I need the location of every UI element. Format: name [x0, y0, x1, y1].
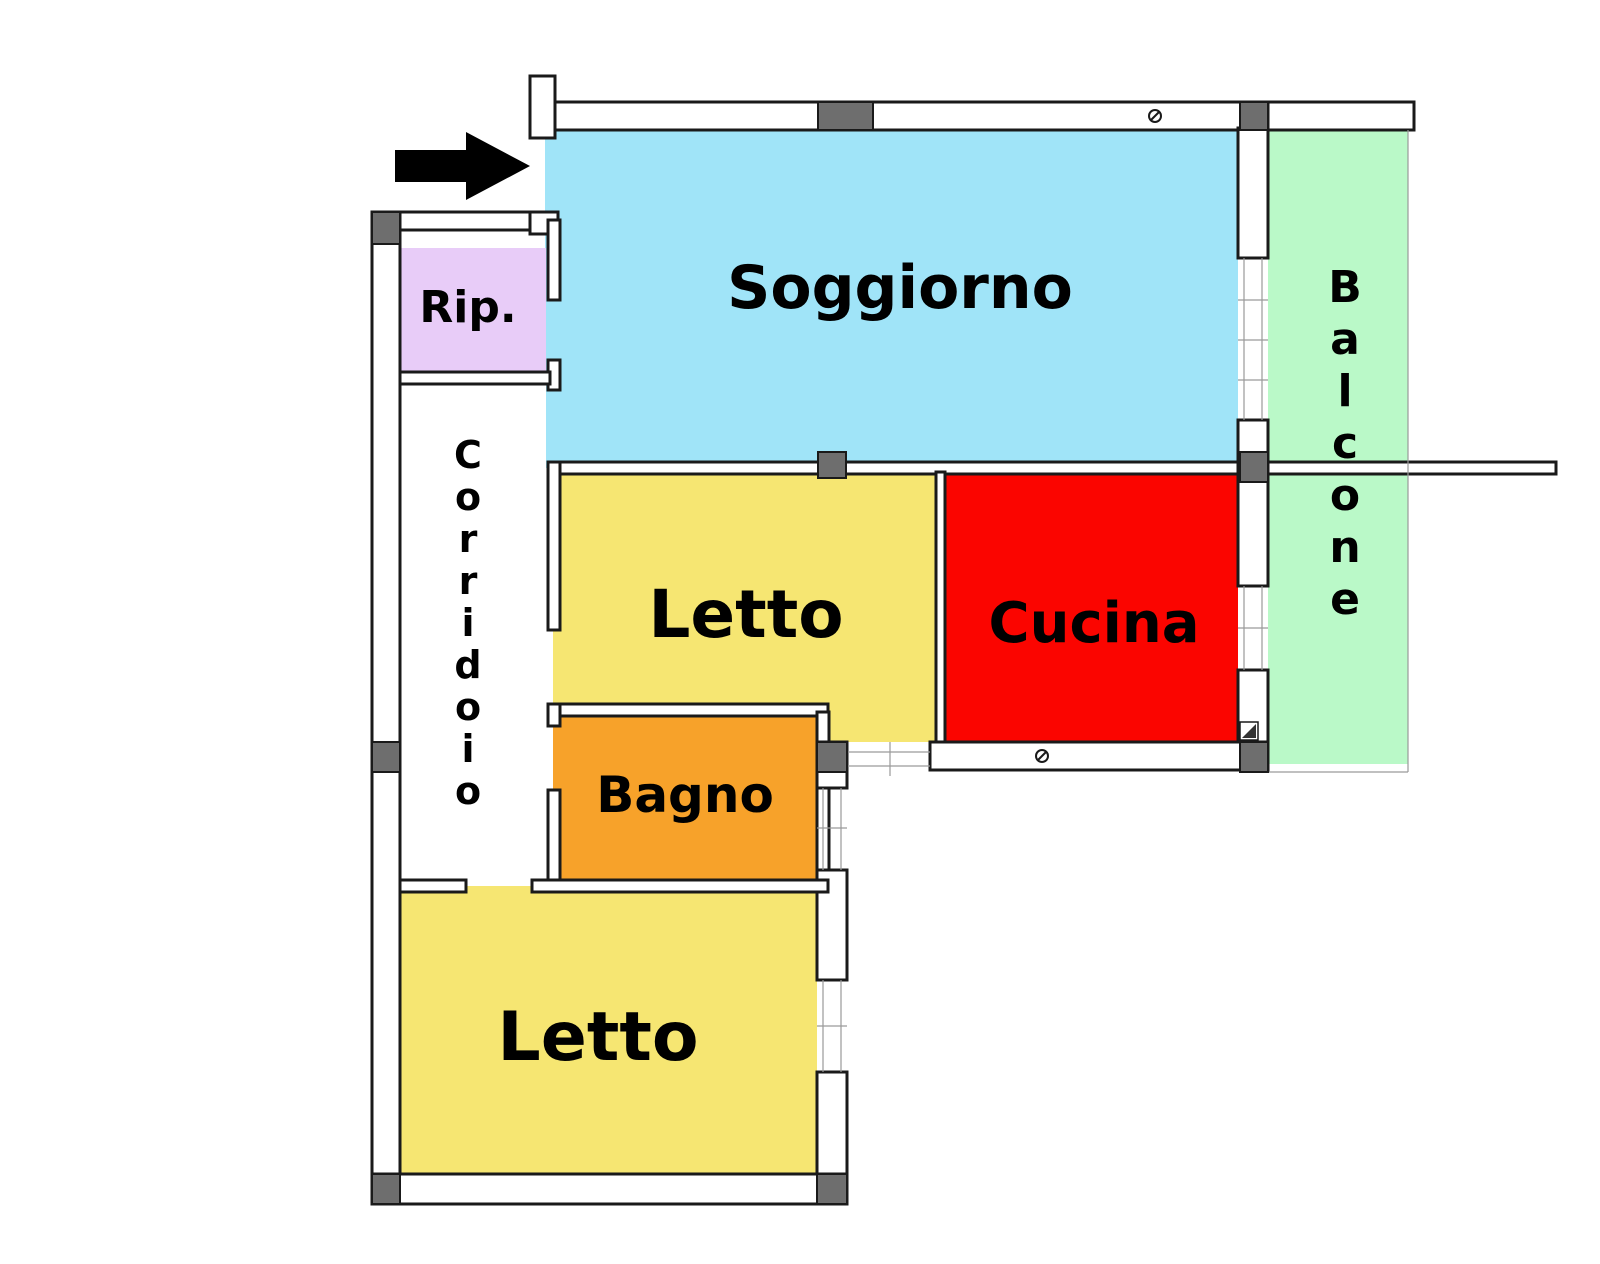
balcone-letter: c [1332, 418, 1358, 469]
corridoio-letter: o [455, 475, 481, 519]
drain-icons [1035, 109, 1259, 763]
room-letto-1 [553, 472, 936, 742]
balcone-letter: n [1329, 522, 1360, 573]
corridoio-letter: i [461, 601, 474, 645]
corridoio-letter: o [455, 685, 481, 729]
walls [370, 74, 1558, 1206]
balcone-letter: l [1337, 366, 1352, 417]
balcone-letter: e [1330, 574, 1360, 625]
room-rip [400, 248, 546, 372]
corridoio-letter: C [454, 433, 482, 477]
entrance-arrow-icon [395, 132, 530, 200]
pillars [371, 101, 1269, 1205]
label-rip: Rip. [419, 282, 516, 333]
label-balcone: B a l c o n e [1328, 262, 1362, 625]
label-soggiorno: Soggiorno [727, 253, 1073, 323]
balcone-letter: a [1330, 314, 1360, 365]
room-corridoio [400, 380, 546, 880]
corridoio-letter: o [455, 769, 481, 813]
room-bagno [553, 716, 817, 880]
label-cucina: Cucina [988, 591, 1199, 656]
corridoio-letter: i [461, 727, 474, 771]
room-balcone [1268, 130, 1408, 764]
room-soggiorno [545, 128, 1238, 468]
label-corridoio: C o r r i d o i o [454, 433, 482, 813]
label-bagno: Bagno [596, 766, 774, 824]
window-lines [817, 258, 1268, 1072]
corridoio-letter: d [454, 643, 481, 687]
balcone-letter: B [1328, 262, 1362, 313]
corridoio-letter: r [459, 517, 478, 561]
room-cucina [945, 472, 1238, 742]
balcone-letter: o [1330, 470, 1360, 521]
label-letto-2: Letto [497, 998, 698, 1077]
label-letto-1: Letto [648, 576, 843, 653]
corridoio-letter: r [459, 559, 478, 603]
room-letto-2 [400, 886, 817, 1174]
